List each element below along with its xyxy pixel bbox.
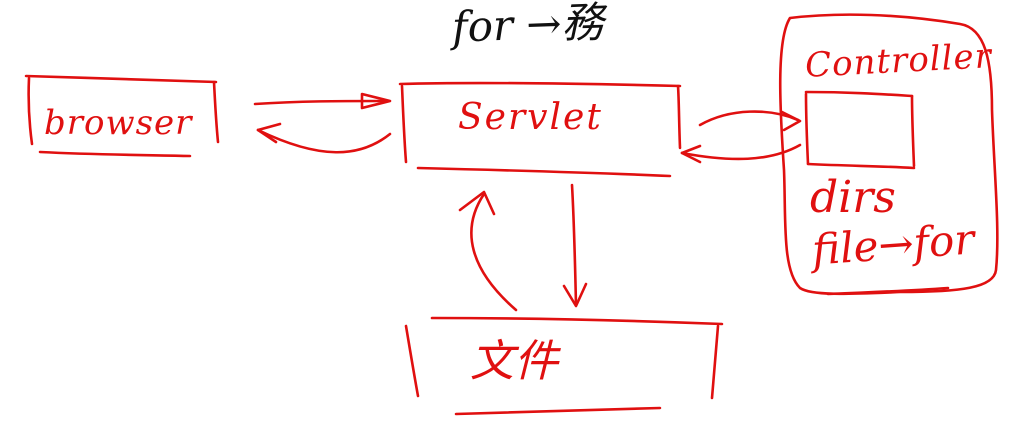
controller-container (778, 13, 999, 296)
diagram-title: for →務 (451, 0, 605, 52)
arrow-controller-to-servlet (680, 143, 802, 164)
arrow-servlet-to-file (562, 183, 588, 308)
arrow-servlet-to-browser (256, 122, 392, 154)
file-label: 文件 (470, 336, 558, 387)
browser-box (24, 74, 220, 158)
servlet-label: Servlet (458, 97, 603, 138)
servlet-box (398, 81, 682, 178)
arrow-servlet-to-controller (698, 110, 802, 132)
controller-label: Controller (804, 36, 993, 86)
arrow-file-to-servlet (458, 190, 518, 312)
browser-label: browser (44, 103, 193, 143)
file-box (404, 316, 724, 416)
file-for-label: file→for (810, 214, 976, 275)
dirs-label: dirs (810, 172, 896, 223)
arrow-browser-to-servlet (253, 92, 392, 110)
controller-inner-box (804, 90, 916, 170)
